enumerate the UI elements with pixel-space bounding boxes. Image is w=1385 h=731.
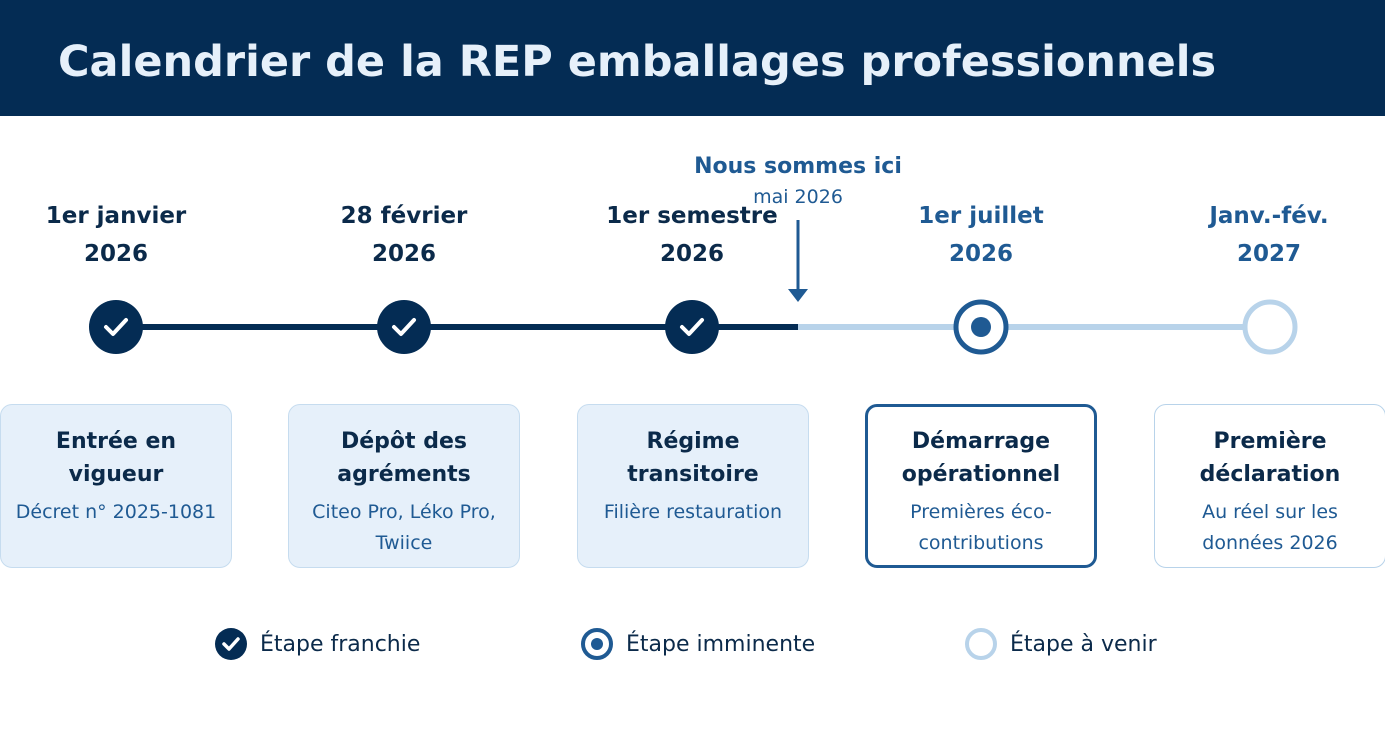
milestone-node-3 [665, 300, 719, 354]
legend-label: Étape à venir [1010, 631, 1157, 657]
milestone-card-2: Dépôt des agréments Citeo Pro, Léko Pro,… [288, 404, 520, 568]
milestone-date-line1: 1er janvier [45, 203, 187, 229]
milestone-date-1: 1er janvier 2026 [0, 197, 236, 273]
milestone-date-line1: 1er semestre [606, 203, 778, 229]
milestone-date-line1: 1er juillet [918, 203, 1044, 229]
legend-item-a-venir: Étape à venir [964, 626, 1157, 662]
dot-icon [971, 317, 991, 337]
milestone-card-description: Premières éco-contributions [910, 501, 1052, 554]
arrow-down-icon [788, 289, 808, 302]
milestone-card-title: Première déclaration [1199, 429, 1341, 487]
legend-label: Étape franchie [260, 631, 421, 657]
milestone-date-line2: 2026 [83, 241, 148, 267]
milestone-card-title: Démarrage opérationnel [901, 429, 1061, 487]
milestone-node-4 [953, 299, 1009, 355]
milestone-date-line1: 28 février [340, 203, 468, 229]
milestone-date-line1: Janv.-fév. [1209, 203, 1329, 229]
page-title: Calendrier de la REP emballages professi… [58, 37, 1217, 87]
check-icon [680, 318, 704, 336]
milestone-date-line2: 2026 [371, 241, 436, 267]
legend-label: Étape imminente [626, 631, 816, 657]
milestone-node-5 [1242, 299, 1298, 355]
check-icon [104, 318, 128, 336]
legend-item-imminente: Étape imminente [580, 626, 815, 662]
milestone-date-line2: 2027 [1236, 241, 1301, 267]
milestone-node-1 [89, 300, 143, 354]
milestone-card-description: Filière restauration [603, 501, 783, 523]
milestone-date-4: 1er juillet 2026 [861, 197, 1101, 273]
milestone-date-line2: 2026 [659, 241, 724, 267]
current-position-label: Nous sommes ici [694, 154, 902, 179]
milestone-node-2 [377, 300, 431, 354]
legend-dot-icon [581, 628, 613, 660]
milestone-card-1: Entrée en vigueur Décret n° 2025-1081 [0, 404, 232, 568]
milestone-card-description: Décret n° 2025-1081 [15, 501, 217, 523]
legend-empty-circle-icon [965, 628, 997, 660]
timeline-graphic [89, 220, 1298, 355]
check-icon [392, 318, 416, 336]
current-position-date: mai 2026 [753, 186, 843, 208]
milestone-card-description: Au réel sur les données 2026 [1202, 501, 1338, 554]
milestone-date-line2: 2026 [948, 241, 1013, 267]
legend-item-franchie: Étape franchie [214, 626, 420, 662]
milestone-card-title: Dépôt des agréments [337, 429, 471, 487]
milestone-date-3: 1er semestre 2026 [572, 197, 812, 273]
milestone-card-3: Régime transitoire Filière restauration [577, 404, 809, 568]
milestone-card-5: Première déclaration Au réel sur les don… [1154, 404, 1385, 568]
legend-check-icon [215, 628, 247, 660]
header-banner: Calendrier de la REP emballages professi… [0, 0, 1385, 116]
milestone-card-title: Régime transitoire [627, 429, 759, 487]
milestone-card-title: Entrée en vigueur [55, 429, 177, 487]
milestone-card-4: Démarrage opérationnel Premières éco-con… [865, 404, 1097, 568]
milestone-date-2: 28 février 2026 [284, 197, 524, 273]
milestone-card-description: Citeo Pro, Léko Pro, Twiice [312, 501, 496, 554]
milestone-date-5: Janv.-fév. 2027 [1149, 197, 1385, 273]
